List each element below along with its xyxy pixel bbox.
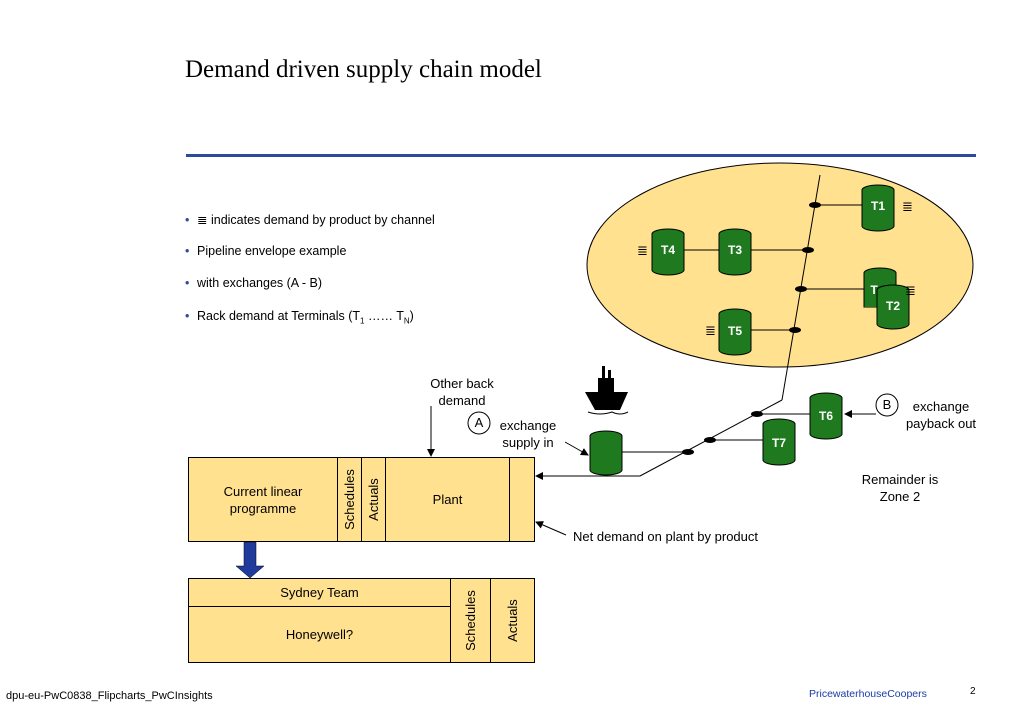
subscript-n: N xyxy=(403,316,410,326)
terminal-t-hidden-label: T xyxy=(870,283,878,297)
exchange-payback-out-label: exchange payback out xyxy=(905,399,977,431)
footer-doc-id: dpu-eu-PwC0838_Flipcharts_PwCInsights xyxy=(6,690,213,702)
honeywell-cell: Honeywell? xyxy=(189,607,451,662)
terminal-t2 xyxy=(876,284,910,330)
bullet-text-end: ) xyxy=(409,309,414,323)
current-linear-programme-label: Current linear programme xyxy=(223,483,303,516)
bullet-item: •with exchanges (A - B) xyxy=(185,276,323,290)
honeywell-label: Honeywell? xyxy=(285,627,354,642)
schedules-label: Schedules xyxy=(342,469,357,530)
demand-symbol: ≣ xyxy=(905,283,916,298)
ship-icon xyxy=(585,366,629,415)
terminal-t1-label: T1 xyxy=(870,199,885,213)
demand-symbol: ≣ xyxy=(197,213,208,227)
plant-label: Plant xyxy=(432,492,463,507)
sydney-schedules-cell: Schedules xyxy=(451,579,491,662)
schedules-cell: Schedules xyxy=(338,458,362,541)
terminal-t3-label: T3 xyxy=(727,243,742,257)
net-demand-arrow xyxy=(535,521,567,536)
bullet-text: Rack demand at Terminals (T xyxy=(197,309,361,323)
bullet-text: indicates demand by product by channel xyxy=(210,213,435,227)
sydney-box: Sydney Team Honeywell? Schedules Actuals xyxy=(188,578,535,663)
remainder-label: Remainder is Zone 2 xyxy=(861,472,939,504)
terminal-t6-label: T6 xyxy=(818,409,833,423)
plant-cell: Plant xyxy=(386,458,510,541)
terminal-t3 xyxy=(718,228,752,276)
exchange-a-circle xyxy=(467,411,491,435)
junction-dot xyxy=(704,437,716,443)
sydney-actuals-label: Actuals xyxy=(504,599,520,642)
terminal-t5-label: T5 xyxy=(727,324,742,338)
sydney-team-cell: Sydney Team xyxy=(189,579,451,607)
terminal-t7 xyxy=(762,418,796,466)
current-linear-programme-cell: Current linear programme xyxy=(189,458,338,541)
terminal-t6 xyxy=(809,392,843,440)
junction-dot xyxy=(802,247,814,253)
footer-brand: PricewaterhouseCoopers xyxy=(809,688,927,700)
page-number: 2 xyxy=(970,686,976,697)
junction-dot xyxy=(682,449,694,455)
demand-symbol: ≣ xyxy=(637,243,648,258)
exchange-supply-in-label: exchange supply in xyxy=(499,418,557,450)
supply-in-arrow xyxy=(564,441,589,456)
terminal-t5 xyxy=(718,308,752,356)
terminal-t4-label: T4 xyxy=(660,243,675,257)
junction-dot xyxy=(809,202,821,208)
net-demand-label: Net demand on plant by product xyxy=(573,529,759,544)
exchange-b-letter: B xyxy=(882,397,892,412)
demand-symbol: ≣ xyxy=(902,199,913,214)
terminal-t1 xyxy=(861,184,895,232)
sydney-schedules-label: Schedules xyxy=(463,590,478,651)
exchange-b-circle xyxy=(875,393,899,417)
bullet-item: •Pipeline envelope example xyxy=(185,244,347,258)
terminal-t4 xyxy=(651,228,685,276)
bullet-text: Pipeline envelope example xyxy=(197,244,347,258)
title-divider xyxy=(186,154,976,157)
actuals-cell: Actuals xyxy=(362,458,386,541)
terminal-zone-ellipse xyxy=(586,162,974,368)
plant-box: Current linear programme Schedules Actua… xyxy=(188,457,535,542)
sydney-team-label: Sydney Team xyxy=(280,585,359,600)
demand-symbol: ≣ xyxy=(705,323,716,338)
sydney-actuals-cell: Actuals xyxy=(491,579,534,662)
bullet-text-mid: …… T xyxy=(364,309,404,323)
exchange-a-letter: A xyxy=(474,415,484,430)
junction-dot xyxy=(751,411,763,417)
other-back-demand-label: Other back demand xyxy=(430,376,494,408)
actuals-label: Actuals xyxy=(366,478,382,521)
subscript-1: 1 xyxy=(360,316,365,326)
junction-dot xyxy=(795,286,807,292)
junction-dot xyxy=(789,327,801,333)
flow-down-arrow xyxy=(235,541,265,579)
terminal-t7-label: T7 xyxy=(771,436,786,450)
bullet-item: •≣ indicates demand by product by channe… xyxy=(185,213,435,227)
bullet-text: with exchanges (A - B) xyxy=(197,276,323,290)
supply-tank xyxy=(589,430,623,476)
bullet-item: •Rack demand at Terminals (T1 …… TN) xyxy=(185,309,414,326)
page-title: Demand driven supply chain model xyxy=(185,56,542,83)
terminal-t2-label: T2 xyxy=(885,299,900,313)
